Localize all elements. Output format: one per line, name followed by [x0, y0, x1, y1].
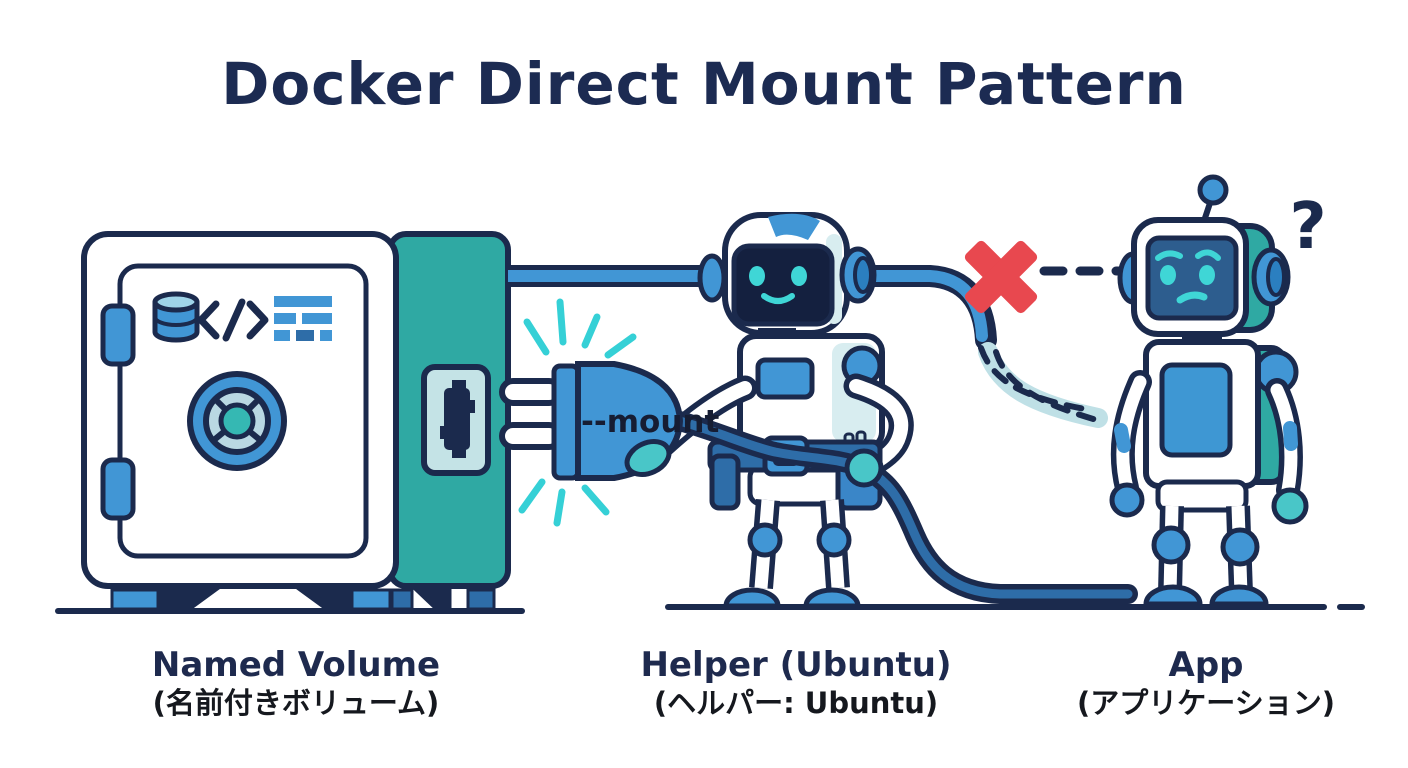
helper-right-hand: [844, 448, 884, 488]
page-title: Docker Direct Mount Pattern: [221, 50, 1187, 118]
app-right-arm: [1265, 378, 1309, 525]
app-mouth: [1176, 291, 1208, 304]
blocked-x-icon: [964, 240, 1038, 314]
app-left-arm: [1109, 370, 1152, 518]
helper-legs: [723, 499, 861, 609]
app-right-ear: [1251, 247, 1291, 307]
safe: [81, 231, 511, 589]
list-icon: [274, 296, 332, 341]
label-named-volume-ja: (名前付きボリューム): [152, 686, 440, 721]
app-robot: ?: [1109, 174, 1327, 607]
helper-smile: [761, 293, 795, 304]
ground-line: [55, 604, 1365, 614]
database-icon: [152, 291, 200, 343]
helper-left-hand: [624, 439, 672, 477]
helper-left-eye: [749, 266, 765, 286]
code-icon: [197, 298, 269, 342]
safe-port: [421, 364, 491, 476]
helper-right-ear: [839, 246, 877, 304]
helper-chest-panel: [755, 357, 815, 400]
belt-pouch-left: [709, 453, 741, 511]
app-face: [1145, 235, 1239, 321]
helper-right-eye: [791, 266, 807, 286]
safe-dial: [187, 371, 287, 471]
label-helper-en: Helper (Ubuntu): [640, 645, 952, 685]
label-app-ja: (アプリケーション): [1077, 686, 1335, 721]
helper-head: [722, 212, 850, 336]
plug-plate: [551, 363, 581, 481]
label-helper: Helper (Ubuntu) (ヘルパー: Ubuntu): [596, 645, 996, 723]
helper-face: [731, 243, 835, 327]
app-chest-panel: [1159, 362, 1233, 458]
label-named-volume-en: Named Volume: [151, 645, 441, 685]
app-pelvis: [1155, 479, 1249, 513]
label-helper-ja: (ヘルパー: Ubuntu): [653, 686, 939, 721]
safe-feet: [110, 588, 496, 611]
safe-hinges: [100, 303, 136, 521]
app-left-eyebrow: [1155, 250, 1183, 261]
blocked-dashed-pipe: [978, 342, 1108, 428]
label-app: App (アプリケーション): [1006, 645, 1406, 723]
app-legs: [1143, 505, 1269, 607]
question-mark: ?: [1289, 190, 1326, 264]
helper-left-ear: [697, 253, 727, 303]
label-app-en: App: [1168, 645, 1244, 685]
plug-prongs: [499, 378, 563, 450]
app-left-eye: [1160, 265, 1176, 285]
mount-plug: --mount: [499, 361, 719, 481]
plug-label: --mount: [581, 404, 719, 440]
helmet-stripe: [768, 213, 820, 240]
app-right-eyebrow: [1195, 249, 1221, 261]
app-head: [1131, 217, 1249, 337]
app-right-eye: [1199, 265, 1215, 285]
antenna: [1197, 174, 1229, 225]
label-named-volume: Named Volume (名前付きボリューム): [76, 645, 516, 723]
spark-lines: [518, 298, 637, 527]
helper-robot: [649, 212, 914, 609]
